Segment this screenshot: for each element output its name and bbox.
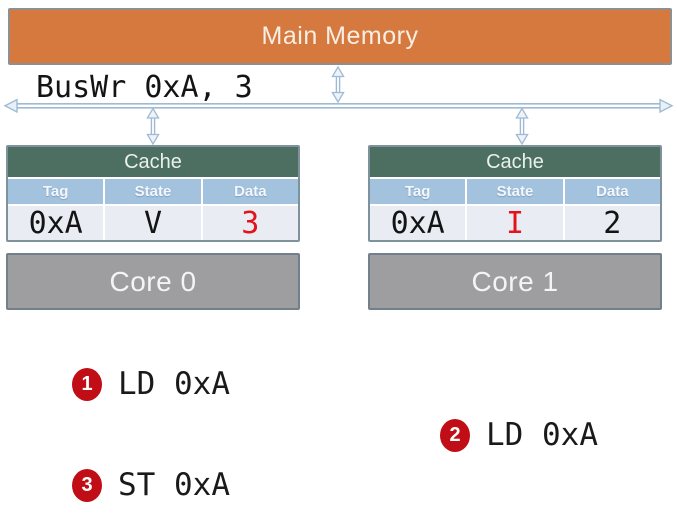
core1-box: Core 1 bbox=[368, 253, 662, 310]
step-3: 3 ST 0xA bbox=[72, 467, 230, 503]
bus-transaction-label: BusWr 0xA, 3 bbox=[36, 70, 253, 105]
step-1: 1 LD 0xA bbox=[72, 366, 230, 402]
cache0-data-value: 3 bbox=[241, 205, 260, 241]
cache0-state-value: V bbox=[105, 206, 203, 241]
cache0-tag-value: 0xA bbox=[8, 206, 106, 241]
step-1-badge: 1 bbox=[72, 367, 102, 401]
cache1-header-row: Tag State Data bbox=[370, 177, 660, 206]
cache1-block: Cache Tag State Data 0xA I 2 bbox=[368, 145, 662, 242]
step-2: 2 LD 0xA bbox=[440, 417, 598, 453]
bus-cache0-arrow-icon bbox=[146, 107, 160, 146]
cache0-data-row: 0xA V 3 bbox=[8, 205, 298, 241]
core1-label: Core 1 bbox=[471, 265, 559, 297]
cache0-col-state: State bbox=[105, 179, 203, 204]
cache1-col-tag: Tag bbox=[370, 179, 468, 204]
cache1-data-row: 0xA I 2 bbox=[370, 205, 660, 241]
cache1-title: Cache bbox=[370, 147, 660, 177]
core0-box: Core 0 bbox=[6, 253, 300, 310]
cache0-block: Cache Tag State Data 0xA V 3 bbox=[6, 145, 300, 242]
bus-cache1-arrow-icon bbox=[515, 107, 529, 146]
cache1-data-value: 2 bbox=[603, 205, 622, 241]
cache1-tag-value: 0xA bbox=[370, 206, 468, 241]
cache0-header-row: Tag State Data bbox=[8, 177, 298, 206]
cache0-title: Cache bbox=[8, 147, 298, 177]
main-memory-label: Main Memory bbox=[261, 22, 419, 50]
core0-label: Core 0 bbox=[109, 265, 197, 297]
cache1-col-data: Data bbox=[596, 183, 629, 200]
step-2-badge: 2 bbox=[440, 418, 470, 452]
memory-bus-arrow-icon bbox=[331, 65, 345, 104]
main-memory-box: Main Memory bbox=[8, 8, 672, 65]
cache1-state-value: I bbox=[467, 206, 565, 241]
step-2-label: LD 0xA bbox=[486, 417, 598, 453]
step-3-badge: 3 bbox=[72, 468, 102, 502]
step-3-label: ST 0xA bbox=[118, 467, 230, 503]
cache0-col-tag: Tag bbox=[8, 179, 106, 204]
step-1-label: LD 0xA bbox=[118, 366, 230, 402]
cache0-col-data: Data bbox=[234, 183, 267, 200]
cache1-col-state: State bbox=[467, 179, 565, 204]
